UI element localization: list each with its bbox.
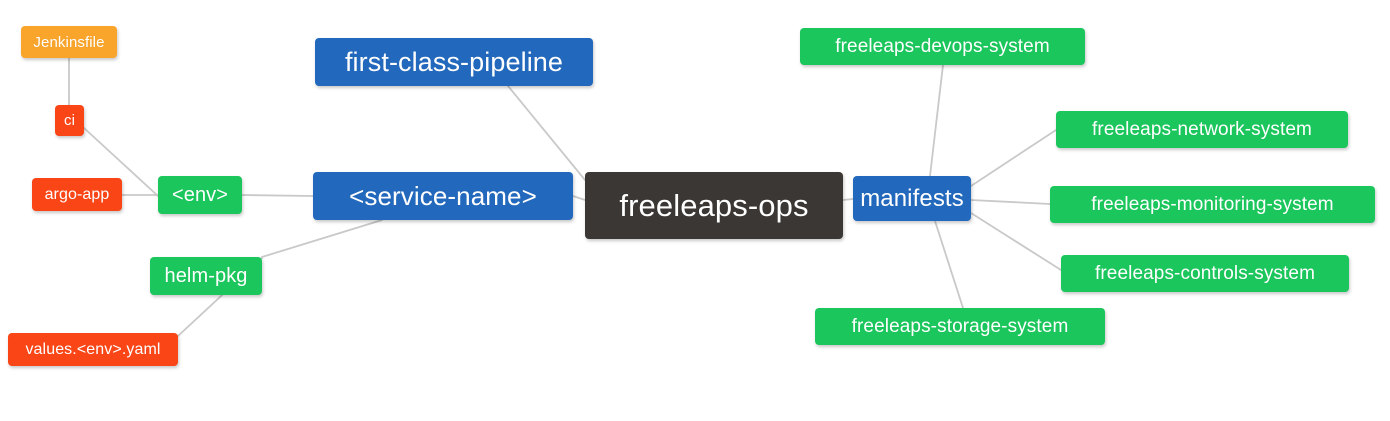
mindmap-node-first-class-pipeline[interactable]: first-class-pipeline bbox=[315, 38, 593, 86]
node-label: freeleaps-monitoring-system bbox=[1091, 194, 1334, 215]
mindmap-node-jenkinsfile[interactable]: Jenkinsfile bbox=[21, 26, 117, 58]
mindmap-node-network-system[interactable]: freeleaps-network-system bbox=[1056, 111, 1348, 148]
mindmap-node-manifests[interactable]: manifests bbox=[853, 176, 971, 221]
edge-ci-to-env bbox=[83, 127, 159, 197]
mindmap-node-freeleaps-ops[interactable]: freeleaps-ops bbox=[585, 172, 843, 239]
edge-service-name-to-freeleaps-ops bbox=[572, 195, 586, 201]
mindmap-node-env[interactable]: <env> bbox=[158, 176, 242, 214]
edge-freeleaps-ops-to-manifests bbox=[842, 198, 854, 201]
edge-helm-pkg-to-service-name bbox=[261, 219, 383, 258]
node-label: freeleaps-ops bbox=[619, 188, 809, 223]
mindmap-node-helm-pkg[interactable]: helm-pkg bbox=[150, 257, 262, 295]
node-label: ci bbox=[63, 112, 76, 129]
node-label: Jenkinsfile bbox=[33, 33, 105, 51]
node-label: freeleaps-controls-system bbox=[1094, 263, 1316, 284]
edge-manifests-to-monitoring-system bbox=[970, 199, 1051, 205]
mindmap-node-argo-app[interactable]: argo-app bbox=[32, 178, 122, 211]
mindmap-node-controls-system[interactable]: freeleaps-controls-system bbox=[1061, 255, 1349, 292]
node-label: values.<env>.yaml bbox=[25, 340, 161, 358]
edge-manifests-to-devops-system bbox=[929, 64, 944, 177]
mindmap-node-ci[interactable]: ci bbox=[55, 105, 84, 136]
node-label: <env> bbox=[171, 184, 229, 206]
mindmap-node-storage-system[interactable]: freeleaps-storage-system bbox=[815, 308, 1105, 345]
mindmap-node-values-yaml[interactable]: values.<env>.yaml bbox=[8, 333, 178, 366]
edge-manifests-to-network-system bbox=[970, 129, 1057, 187]
edge-env-to-service-name bbox=[241, 194, 314, 197]
mindmap-node-devops-system[interactable]: freeleaps-devops-system bbox=[800, 28, 1085, 65]
mindmap-node-service-name[interactable]: <service-name> bbox=[313, 172, 573, 220]
node-label: freeleaps-network-system bbox=[1092, 119, 1312, 140]
node-label: freeleaps-devops-system bbox=[835, 36, 1050, 57]
node-label: helm-pkg bbox=[164, 265, 248, 287]
node-label: <service-name> bbox=[349, 181, 537, 211]
node-label: argo-app bbox=[44, 185, 110, 203]
node-label: first-class-pipeline bbox=[344, 46, 564, 77]
edge-first-class-pipeline-to-freeleaps-ops bbox=[507, 85, 586, 181]
node-label: manifests bbox=[860, 184, 964, 212]
node-label: freeleaps-storage-system bbox=[851, 316, 1069, 337]
edge-manifests-to-storage-system bbox=[934, 220, 964, 309]
mindmap-node-monitoring-system[interactable]: freeleaps-monitoring-system bbox=[1050, 186, 1375, 223]
edge-manifests-to-controls-system bbox=[970, 212, 1062, 271]
